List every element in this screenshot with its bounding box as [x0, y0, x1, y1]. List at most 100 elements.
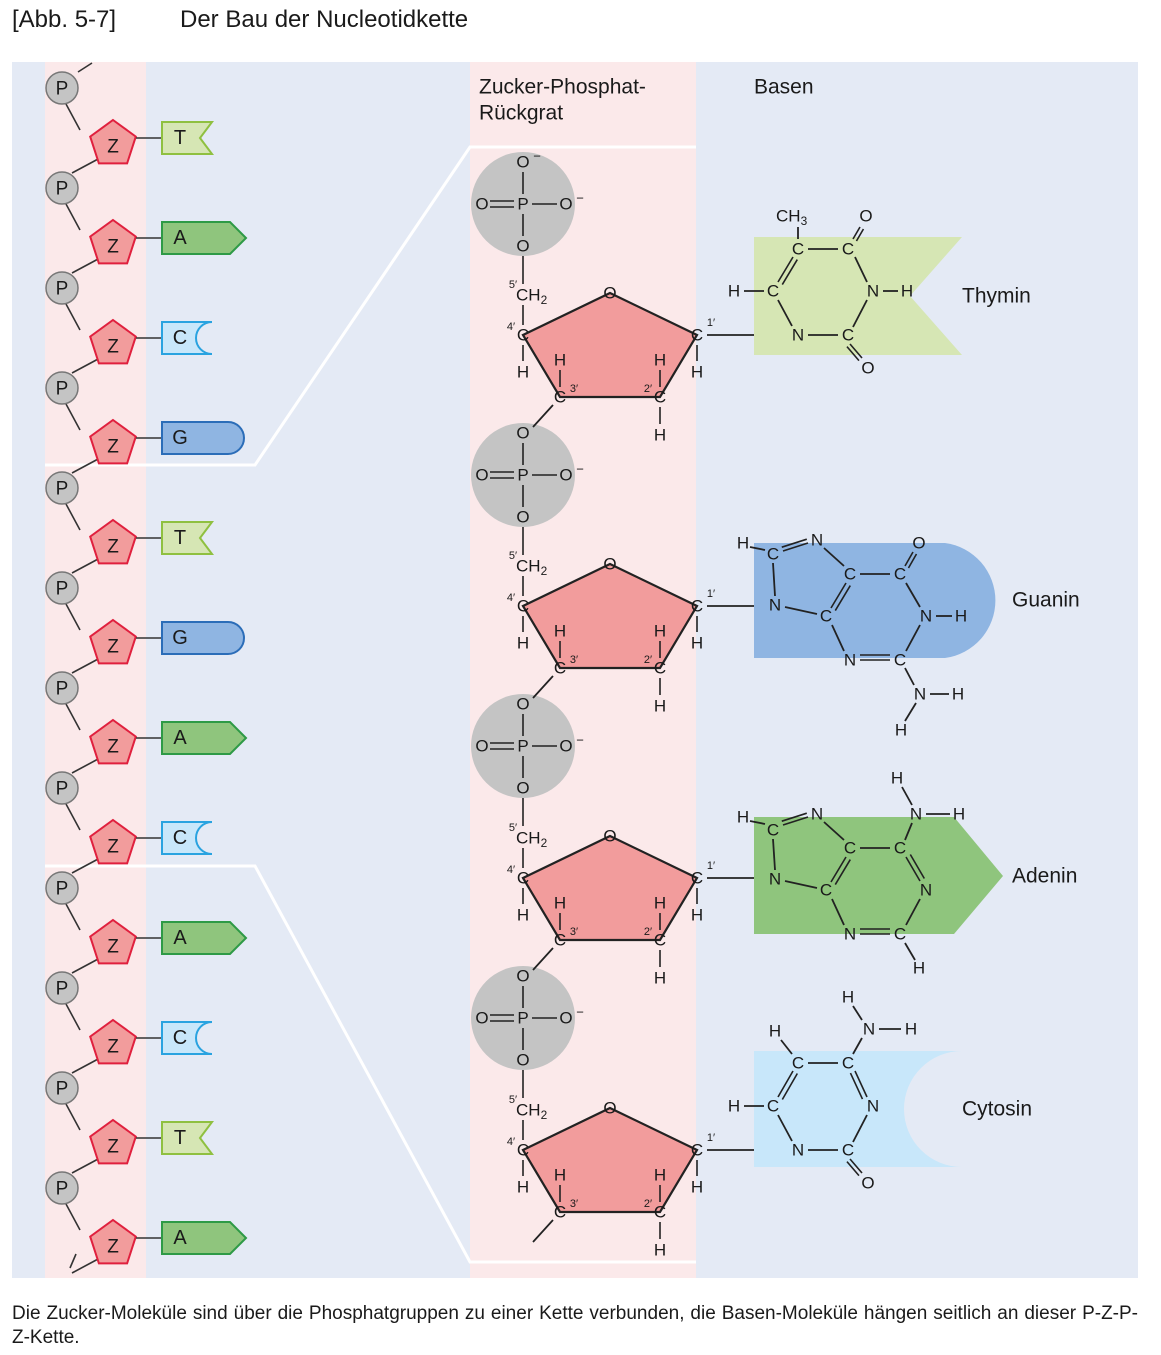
- bond-line: [852, 226, 861, 240]
- atom-label: P: [517, 466, 528, 485]
- chain-link-line: [71, 357, 101, 374]
- position-label: 5′: [509, 279, 517, 291]
- cytosine-label: Cytosin: [962, 1098, 1032, 1121]
- sugar-label: Z: [107, 337, 119, 358]
- atom-label: O: [603, 284, 616, 303]
- phosphate-circle: [45, 671, 79, 705]
- bond-line: [780, 1039, 793, 1055]
- bond-line: [852, 1005, 863, 1021]
- base-tag: [161, 621, 245, 655]
- atom-label: N: [844, 925, 856, 944]
- chain-link-line: [71, 457, 101, 474]
- bond-line: [532, 404, 554, 428]
- bond-line: [830, 582, 847, 609]
- base-tag: [161, 321, 213, 355]
- double-bond-line: [855, 228, 865, 242]
- atom-label: H: [691, 906, 703, 925]
- bond-line: [905, 624, 921, 652]
- atom-label: O: [912, 534, 925, 553]
- double-bond-line: [834, 585, 851, 611]
- zoom-line-bottom: [45, 864, 696, 1264]
- bond-line: [823, 821, 845, 841]
- sugar-label: Z: [107, 937, 119, 958]
- atom-label: C: [554, 931, 566, 950]
- base-letter: G: [172, 427, 188, 449]
- double-bond-line: [781, 812, 808, 822]
- atom-label: C: [691, 597, 703, 616]
- sugar-label: Z: [107, 1237, 119, 1258]
- chain-link-line: [65, 603, 81, 631]
- phosphate-circle: [471, 423, 575, 527]
- bond-line: [532, 1219, 554, 1243]
- atom-label: O: [559, 1009, 572, 1028]
- chain-link-line: [65, 103, 81, 131]
- bond-line: [784, 880, 818, 889]
- atom-label: C: [654, 931, 666, 950]
- sugar-pentagon: [89, 918, 137, 965]
- atom-label: O: [516, 508, 529, 527]
- bond-line: [849, 343, 863, 359]
- atom-label: C: [894, 565, 906, 584]
- atom-label: N: [811, 805, 823, 824]
- sugar-label: Z: [107, 737, 119, 758]
- atom-label: C: [691, 869, 703, 888]
- double-bond-line: [846, 346, 860, 362]
- atom-label: C: [894, 925, 906, 944]
- phosphate-label: P: [56, 79, 69, 100]
- phosphate-label: P: [56, 779, 69, 800]
- atom-label: N: [792, 326, 804, 345]
- chain-link-line: [71, 857, 101, 874]
- guanine-label: Guanin: [1012, 589, 1080, 612]
- atom-label: N: [863, 1020, 875, 1039]
- atom-label: O: [516, 237, 529, 256]
- ch2-label: CH2: [516, 286, 548, 308]
- thymine-shape: [754, 237, 962, 355]
- position-label: 5′: [509, 1094, 517, 1106]
- position-label: 1′: [707, 1132, 715, 1144]
- atom-label: H: [554, 622, 566, 641]
- phosphate-circle: [45, 571, 79, 605]
- chain-link-line: [65, 903, 81, 931]
- atom-label: H: [691, 1178, 703, 1197]
- atom-label: P: [517, 737, 528, 756]
- sugar-pentagon: [89, 818, 137, 865]
- atom-label: C: [767, 821, 779, 840]
- atom-label: H: [691, 634, 703, 653]
- atom-label: O: [475, 1009, 488, 1028]
- atom-label: C: [894, 651, 906, 670]
- bond-line: [777, 1114, 793, 1142]
- atom-label: N: [920, 607, 932, 626]
- position-label: 3′: [570, 654, 578, 666]
- atom-label: O: [516, 153, 529, 172]
- sugar-pentagon: [89, 1118, 137, 1165]
- sugar-ring: [521, 562, 699, 670]
- bond-line: [852, 299, 868, 328]
- base-tag: [161, 921, 248, 955]
- atom-label: C: [691, 1141, 703, 1160]
- base-letter: A: [173, 727, 187, 749]
- sugar-label: Z: [107, 1137, 119, 1158]
- atom-label: H: [654, 969, 666, 988]
- sugar-pentagon: [89, 718, 137, 765]
- position-label: 3′: [570, 383, 578, 395]
- bond-line: [854, 1070, 868, 1098]
- atom-label: H: [955, 607, 967, 626]
- phosphate-label: P: [56, 379, 69, 400]
- base-letter: C: [173, 1027, 187, 1049]
- atom-label: O: [516, 1051, 529, 1070]
- atom-label: C: [842, 1054, 854, 1073]
- bases-label: Basen: [754, 76, 814, 99]
- atom-label: C: [894, 839, 906, 858]
- sugar-label: Z: [107, 837, 119, 858]
- phosphate-circle: [45, 471, 79, 505]
- charge-label: −: [576, 191, 584, 206]
- position-label: 4′: [507, 321, 515, 333]
- atom-label: O: [859, 207, 872, 226]
- atom-label: C: [654, 1203, 666, 1222]
- base-letter: G: [172, 627, 188, 649]
- bond-line: [831, 624, 845, 652]
